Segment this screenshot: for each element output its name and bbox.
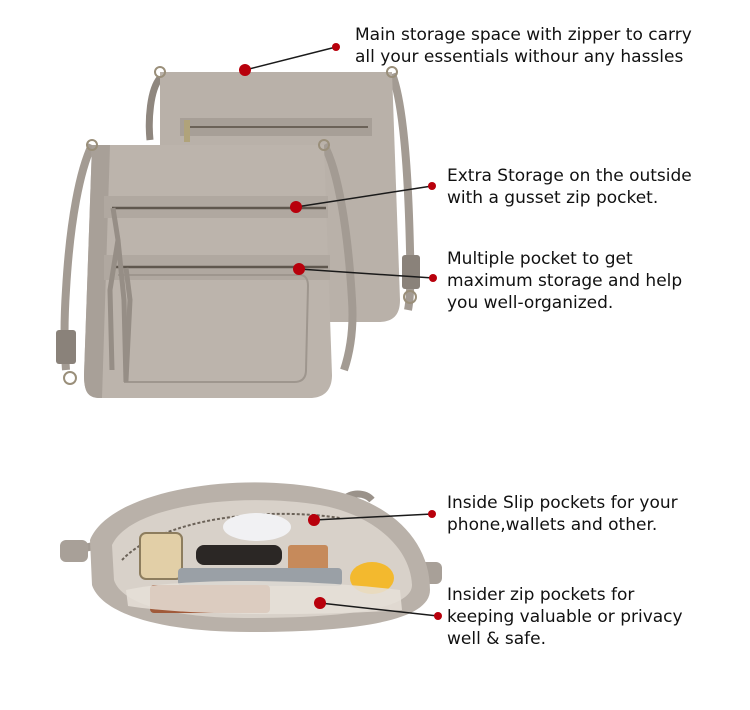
back-bag-buckle: [402, 255, 420, 289]
back-bag-strap-right: [388, 72, 415, 311]
marker-3a: [293, 263, 305, 275]
callout-leaders: [244, 46, 439, 617]
marker-2a: [290, 201, 302, 213]
open-bag-slip-pocket: [126, 581, 402, 615]
front-bag-ring-left: [86, 139, 98, 151]
marker-5b: [434, 612, 442, 620]
front-bag-ring-right: [318, 139, 330, 151]
callout-multiple-pocket: Multiple pocket to get maximum storage a…: [447, 249, 683, 313]
back-bag-zip-pull: [184, 120, 190, 142]
front-bag-ring-bottom: [63, 371, 77, 385]
back-bag-ring-right: [386, 66, 398, 78]
open-bag-inner-zipper: [121, 512, 341, 561]
callout-extra-storage: Extra Storage on the outside with a guss…: [447, 166, 692, 208]
marker-2b: [428, 182, 436, 190]
back-bag-ring-left: [154, 66, 166, 78]
front-bag-body-shade: [84, 145, 110, 398]
back-bag-strap: [145, 75, 163, 141]
callout-main-storage: Main storage space with zipper to carry …: [355, 25, 692, 67]
back-bag-ring: [403, 290, 417, 304]
front-bag: [56, 139, 357, 398]
leader-3: [298, 268, 434, 279]
open-bag-tab-left: [60, 540, 88, 562]
item-bottle: [139, 532, 183, 580]
marker-3b: [429, 274, 437, 282]
callout-insider-zip-pockets: Insider zip pockets for keeping valuable…: [447, 585, 683, 649]
leader-2: [295, 185, 433, 208]
front-bag-pocket-outline: [118, 274, 310, 383]
front-bag-tassel-2: [123, 267, 133, 381]
leader-4: [313, 513, 433, 521]
marker-4b: [428, 510, 436, 518]
leader-1: [244, 46, 337, 71]
marker-5a: [314, 597, 326, 609]
front-bag-strap-right: [320, 143, 357, 372]
item-compact: [196, 545, 282, 565]
leader-5: [319, 602, 439, 617]
item-tube: [223, 513, 291, 541]
marker-4a: [308, 514, 320, 526]
front-bag-buckle-left: [56, 330, 76, 364]
item-perfume: [288, 545, 328, 571]
marker-1b: [332, 43, 340, 51]
open-bag: [60, 482, 442, 632]
callout-markers: [239, 43, 442, 620]
callout-inside-slip-pockets: Inside Slip pockets for your phone,walle…: [447, 493, 678, 535]
marker-1a: [239, 64, 251, 76]
